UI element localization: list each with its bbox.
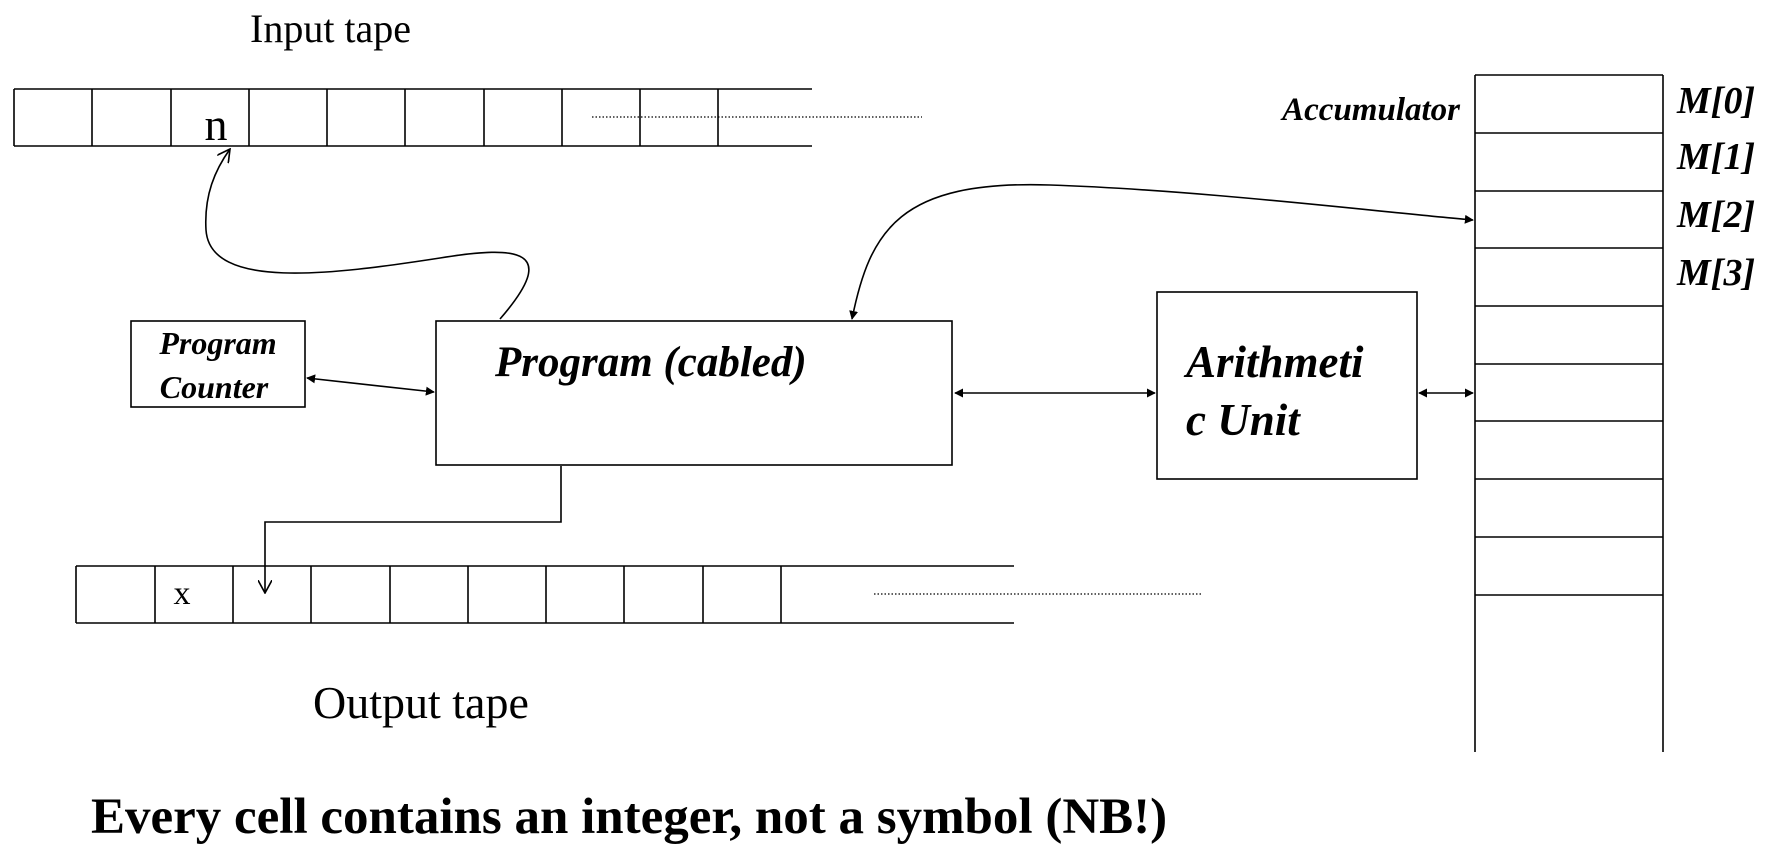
output-tape (75, 565, 1202, 624)
memory-cell-label-1: M[1] (1676, 136, 1755, 178)
input-tape (13, 88, 922, 147)
memory-cell-label-2: M[2] (1676, 194, 1755, 236)
program-counter-line1: Program (158, 325, 276, 361)
program-output-head-arrow (265, 466, 562, 593)
program-counter-box (130, 320, 306, 408)
input-tape-symbol: n (205, 99, 228, 150)
output-tape-label: Output tape (313, 677, 529, 728)
pc-program-arrow (306, 374, 435, 396)
memory-cell-label-0: M[0] (1676, 80, 1755, 122)
program-input-head-arrow (204, 149, 530, 320)
program-box (435, 320, 953, 466)
program-memory-arrow (849, 183, 1474, 320)
accumulator-label: Accumulator (1280, 92, 1461, 128)
arithmetic-unit-box (1156, 291, 1418, 480)
memory-cell-label-3: M[3] (1676, 252, 1755, 294)
input-tape-label: Input tape (250, 6, 411, 51)
arithmetic-unit-line2: c Unit (1186, 395, 1301, 445)
arithmetic-unit-line1: Arithmeti (1183, 337, 1364, 387)
output-tape-symbol: x (174, 575, 191, 612)
program-label: Program (cabled) (494, 339, 807, 386)
program-counter-line2: Counter (160, 369, 269, 405)
footer-note: Every cell contains an integer, not a sy… (91, 789, 1167, 845)
memory-registers (1474, 74, 1664, 752)
